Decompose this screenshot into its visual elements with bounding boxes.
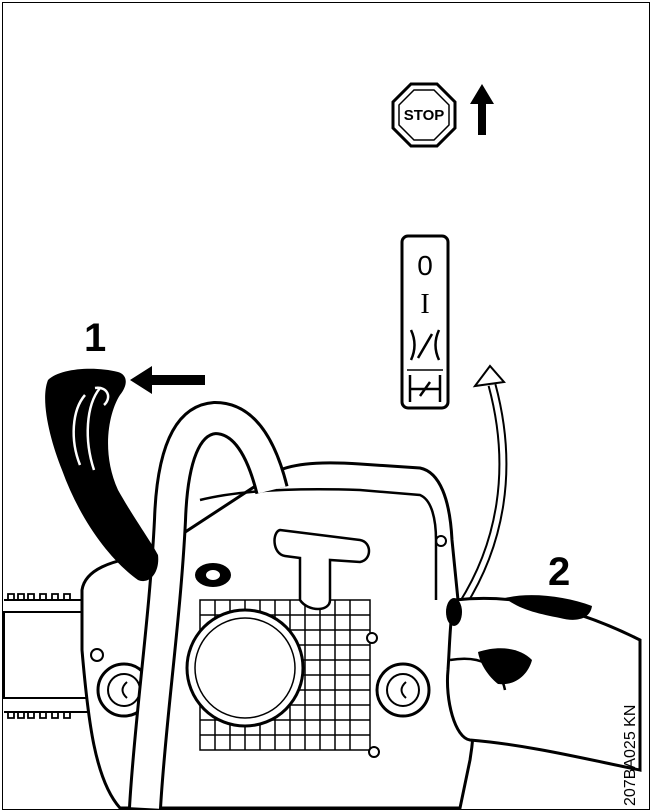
small-bolt-icons — [90, 535, 447, 758]
callout-2: 2 — [548, 550, 571, 594]
brake-pivot — [195, 563, 231, 587]
up-arrow-icon — [470, 84, 494, 135]
callout-1: 1 — [84, 316, 107, 360]
selector-position-0: 0 — [417, 250, 433, 281]
selector-position-run: I — [420, 289, 429, 320]
screw-right-icon — [375, 662, 431, 718]
front-handle — [128, 400, 289, 809]
top-cover — [199, 488, 438, 611]
master-control-selector: 0 I — [400, 234, 450, 410]
stop-sign-label: STOP — [404, 107, 445, 124]
stop-sign-icon: STOP — [391, 82, 457, 148]
lever-on-housing — [446, 598, 462, 626]
rear-handle — [445, 596, 642, 772]
left-arrow-icon — [130, 366, 205, 394]
chain-brake-hand-guard — [45, 368, 159, 582]
half-throttle-icon — [409, 329, 441, 361]
image-code: 207BA025 KN — [622, 704, 639, 806]
starter-rope-rotor — [185, 608, 305, 728]
throttle-trigger — [449, 648, 532, 691]
throttle-trigger-lockout — [505, 595, 592, 620]
cold-start-icon — [408, 375, 442, 402]
movement-arrow-icon — [458, 364, 508, 608]
guide-bar — [3, 593, 89, 719]
